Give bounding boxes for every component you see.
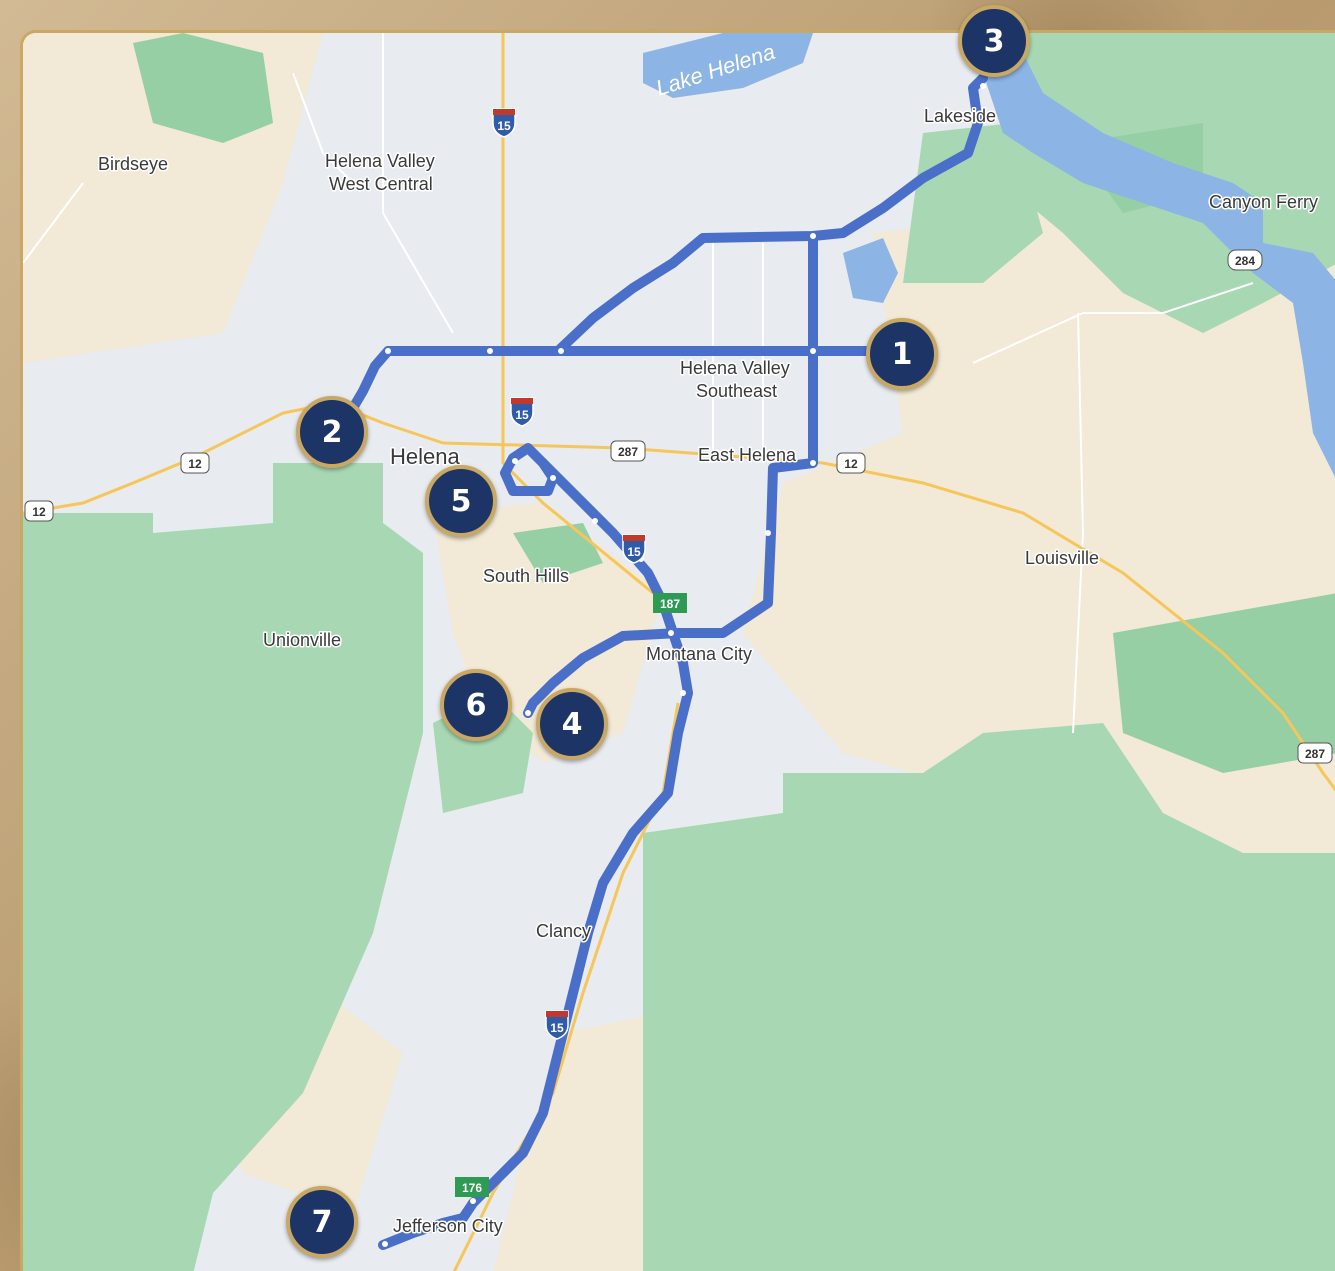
i15-shield-text: 15 [497,119,511,133]
stop-marker-2[interactable]: 2 [296,396,368,468]
us12-shield-text: 12 [32,505,46,519]
minor-roads [23,33,1254,734]
lake-helena [643,33,813,98]
forest-area [133,33,273,143]
forest-area [643,723,1335,1271]
us-shields: 12 12 12 287 287 284 [24,249,1333,764]
canyon-ferry-lake [983,53,1335,477]
exit176-text: 176 [462,1181,482,1195]
route-valley-east-west [348,346,873,413]
exit-shields: 187 176 [455,593,687,1197]
route-helena-loop [500,443,558,496]
i15-shield-text: 15 [515,408,529,422]
helena-valley-southeast-label-line2: Southeast [696,381,777,401]
grassland-area [493,1013,673,1271]
stop-marker-3[interactable]: 3 [958,5,1030,77]
canyon-ferry-label: Canyon Ferry [1209,192,1318,212]
route-montana-city [523,628,683,718]
stop-marker-6[interactable]: 6 [440,669,512,741]
helena-valley-west-central-label-line2: West Central [329,174,433,194]
map-canvas[interactable]: 15 15 15 15 12 12 12 [23,33,1335,1271]
helena-valley-southeast-label: Helena Valley [680,358,790,378]
montana-city-label: Montana City [646,644,752,664]
unionville-label: Unionville [263,630,341,650]
map-panel[interactable]: 15 15 15 15 12 12 12 [20,30,1335,1271]
interstate-shields: 15 15 15 15 [492,108,646,1040]
forest-area [1223,853,1335,1271]
east-helena-label: East Helena [698,445,797,465]
louisville-label: Louisville [1025,548,1099,568]
us12-shield-text: 12 [188,457,202,471]
helena-label: Helena [390,444,460,469]
birdseye-label: Birdseye [98,154,168,174]
lakeside-label: Lakeside [924,106,996,126]
forest-area [23,463,423,1271]
us12-shield-text: 12 [844,457,858,471]
forest-area [513,523,603,583]
clancy-label: Clancy [536,921,591,941]
mt284-shield-text: 284 [1235,254,1255,268]
stop-marker-4[interactable]: 4 [536,688,608,760]
i15-shield-text: 15 [627,545,641,559]
exit187-text: 187 [660,597,680,611]
south-hills-label: South Hills [483,566,569,586]
us12-west [23,401,444,515]
helena-valley-west-central-label: Helena Valley [325,151,435,171]
stop-marker-7[interactable]: 7 [286,1186,358,1258]
us287-shield-text: 287 [618,445,638,459]
stop-marker-1[interactable]: 1 [866,318,938,390]
pond [843,238,898,303]
stop-marker-5[interactable]: 5 [425,465,497,537]
jefferson-city-label: Jefferson City [393,1216,503,1236]
i15-north [501,33,654,595]
i15-shield-text: 15 [550,1021,564,1035]
us287-shield-text: 287 [1305,747,1325,761]
forest-area [1113,593,1335,773]
forest-area [903,123,1043,283]
route-north-east [553,73,988,356]
